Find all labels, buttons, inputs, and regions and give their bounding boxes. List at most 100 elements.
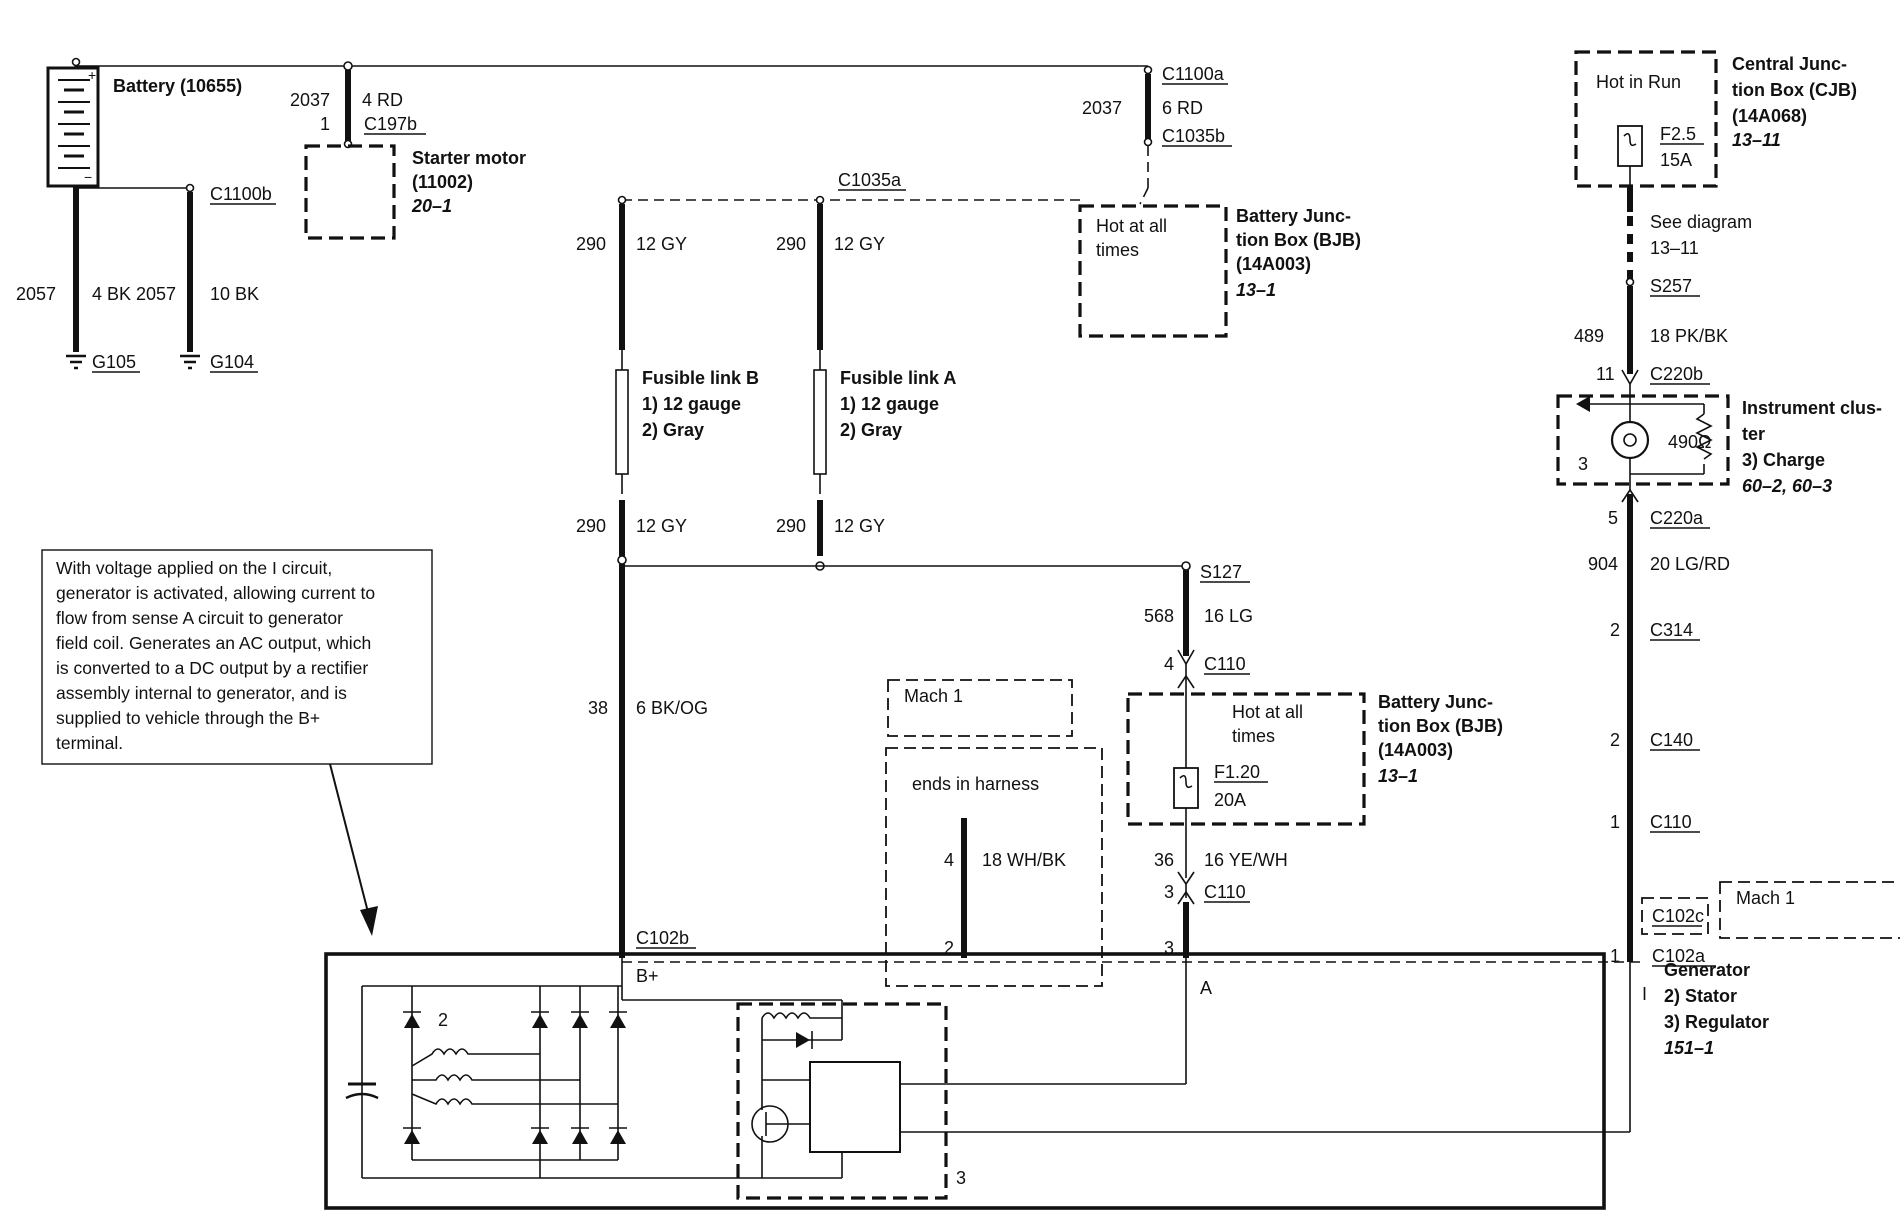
mach1-left: Mach 1 ends in harness 4 18 WH/BK 2: [885, 679, 1103, 987]
bjb-top-hot2: times: [1096, 240, 1139, 260]
g105-gauge: 4 BK: [92, 284, 131, 304]
generator-stator-number: 2: [438, 1010, 448, 1030]
bjb-top: C1100a 2037 6 RD C1035b Hot at all times…: [1078, 64, 1361, 338]
g104-gauge: 10 BK: [210, 284, 259, 304]
c314-connector: C314: [1650, 620, 1693, 640]
cjb-part: (14A068): [1732, 106, 1807, 126]
i-pin6: 1: [1610, 946, 1620, 966]
bjb-top-gauge: 6 RD: [1162, 98, 1203, 118]
battery-label: Battery (10655): [113, 76, 242, 96]
fusible-a-circuit-top: 290: [776, 234, 806, 254]
sense-fuse: F1.20: [1214, 762, 1260, 782]
bplus-circuit-number: 38: [588, 698, 608, 718]
fusible-a-line1: 1) 12 gauge: [840, 394, 939, 414]
battery: + − Battery (10655): [46, 57, 242, 188]
sense-a-circuit: S127 568 16 LG 4 C110 Hot at all times F…: [1126, 561, 1503, 998]
note-line-5: is converted to a DC output by a rectifi…: [56, 658, 368, 678]
sense-circuit-top: 568: [1144, 606, 1174, 626]
bjb-top-circuit: 2037: [1082, 98, 1122, 118]
generator-regulator-number: 3: [956, 1168, 966, 1188]
generator-regulator: 3) Regulator: [1664, 1012, 1769, 1032]
g104-ground: G104: [210, 352, 254, 372]
bjb-top-name2: tion Box (BJB): [1236, 230, 1361, 250]
sense-circuit-bottom: 36: [1154, 850, 1174, 870]
starter-part: (11002): [412, 172, 473, 192]
g105-ground: G105: [92, 352, 136, 372]
fusible-a-gauge-bottom: 12 GY: [834, 516, 885, 536]
starter-label: Starter motor: [412, 148, 526, 168]
fusible-b-circuit-top: 290: [576, 234, 606, 254]
c110-connector: C110: [1650, 812, 1692, 832]
generator: Generator 2) Stator 3) Regulator 151–1 2: [324, 952, 1769, 1210]
bjb-top-ref: 13–1: [1236, 280, 1276, 300]
cjb-name2: tion Box (CJB): [1732, 80, 1857, 100]
sense-bjb-name2: tion Box (BJB): [1378, 716, 1503, 736]
starter-pin: 1: [320, 114, 330, 134]
g104-circuit: 2057: [136, 284, 176, 304]
note-callout: With voltage applied on the I circuit, g…: [41, 549, 433, 936]
c102c-connector: C102c: [1652, 906, 1704, 926]
i-gauge1: 18 PK/BK: [1650, 326, 1728, 346]
mach1-pin-bottom: 2: [944, 938, 954, 958]
fusible-b-line2: 2) Gray: [642, 420, 704, 440]
bplus-gauge: 6 BK/OG: [636, 698, 708, 718]
sense-c110-top: C110: [1204, 654, 1246, 674]
sense-pin-gen: 3: [1164, 938, 1174, 958]
starter-ref: 20–1: [411, 196, 452, 216]
cluster-ref: 60–2, 60–3: [1742, 476, 1832, 496]
bjb-top-name1: Battery Junc-: [1236, 206, 1351, 226]
svg-text:−: −: [84, 169, 92, 185]
starter-motor: 2037 4 RD 1 C197b Starter motor (11002) …: [290, 70, 526, 240]
i-pin1: 11: [1596, 364, 1615, 384]
sense-c110-bottom: C110: [1204, 882, 1246, 902]
s127-splice: S127: [1200, 562, 1242, 582]
bplus-circuit: 38 6 BK/OG C102b B+: [588, 564, 708, 986]
sense-hot: Hot at all: [1232, 702, 1303, 722]
starter-circuit: 2037: [290, 90, 330, 110]
note-line-6: assembly internal to generator, and is: [56, 683, 347, 703]
fusible-b-line1: 1) 12 gauge: [642, 394, 741, 414]
i-circuit: 490Ω 3 See diagram 13–11 S257 489 18 PK/…: [1556, 186, 1900, 1004]
c1100b-connector: C1100b: [210, 184, 272, 204]
fusible-a-circuit-bottom: 290: [776, 516, 806, 536]
see-diagram: See diagram: [1650, 212, 1752, 232]
svg-text:+: +: [88, 67, 96, 83]
cluster-name2: ter: [1742, 424, 1765, 444]
note-line-2: generator is activated, allowing current…: [56, 583, 375, 603]
sense-hot2: times: [1232, 726, 1275, 746]
sense-pin-bottom: 3: [1164, 882, 1174, 902]
bjb-top-hot: Hot at all: [1096, 216, 1167, 236]
c1035b-connector: C1035b: [1162, 126, 1225, 146]
fusible-link-b: 290 12 GY Fusible link B 1) 12 gauge 2) …: [576, 195, 759, 565]
fusible-link-a: 290 12 GY Fusible link A 1) 12 gauge 2) …: [776, 195, 956, 571]
fusible-a-line2: 2) Gray: [840, 420, 902, 440]
bus-junction: [343, 61, 353, 71]
generator-box: [324, 952, 1606, 1210]
mach1-pin-top: 4: [944, 850, 954, 870]
generator-ref: 151–1: [1664, 1038, 1714, 1058]
i-circuit1: 489: [1574, 326, 1604, 346]
generator-label: Generator: [1664, 960, 1750, 980]
cjb-amp: 15A: [1660, 150, 1692, 170]
note-line-4: field coil. Generates an AC output, whic…: [56, 633, 371, 653]
c102b-connector: C102b: [636, 928, 689, 948]
mach1-right-label: Mach 1: [1736, 888, 1795, 908]
generator-stator: 2) Stator: [1664, 986, 1737, 1006]
sense-bjb-name1: Battery Junc-: [1378, 692, 1493, 712]
i-pin2: 5: [1608, 508, 1618, 528]
cluster-name1: Instrument clus-: [1742, 398, 1882, 418]
cjb-ref: 13–11: [1732, 130, 1781, 150]
sense-terminal: A: [1200, 978, 1212, 998]
sense-gauge-top: 16 LG: [1204, 606, 1253, 626]
c197b-connector: C197b: [364, 114, 417, 134]
c140-connector: C140: [1650, 730, 1693, 750]
s257-splice: S257: [1650, 276, 1692, 296]
starter-gauge: 4 RD: [362, 90, 403, 110]
i-pin5: 1: [1610, 812, 1620, 832]
bplus-terminal: B+: [636, 966, 659, 986]
cjb-fuse: F2.5: [1660, 124, 1696, 144]
ground-circuits: 2057 4 BK 2057 10 BK G105 G104 C1100b: [16, 183, 276, 373]
note-line-7: supplied to vehicle through the B+: [56, 708, 320, 728]
cjb-hot: Hot in Run: [1596, 72, 1681, 92]
